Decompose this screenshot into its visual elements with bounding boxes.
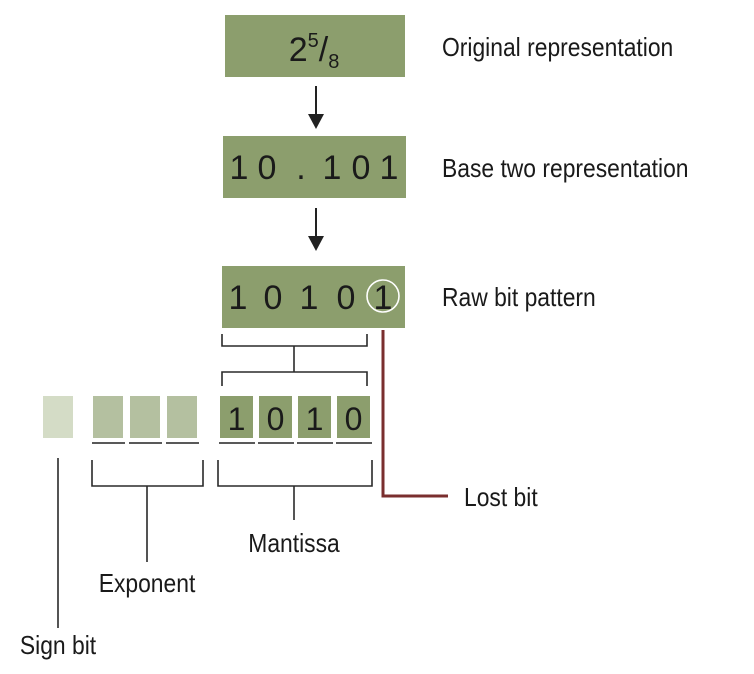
base-two-digit: 1 [323,149,342,187]
mantissa-cell [337,396,370,438]
lost-bit-circle [366,279,400,313]
base-two-digit: 1 [230,149,249,187]
mantissa-cell [259,396,292,438]
mantissa-cell [298,396,331,438]
original-representation-group: 25/8 Original representation [225,15,673,77]
raw-bit: 1 [374,279,393,317]
exponent-cell [167,396,197,438]
raw-to-mantissa-connector [221,334,368,386]
mantissa-cell [220,396,253,438]
fraction-numerator: 5 [308,30,319,52]
raw-bit: 0 [264,279,283,317]
base-two-representation-label: Base two representation [442,155,689,184]
raw-bit: 1 [229,279,248,317]
mantissa-bracket: Mantissa [217,460,373,559]
sign-bit-label: Sign bit [20,632,96,661]
original-representation-box [225,15,405,77]
base-two-digit: 1 [380,149,399,187]
mantissa-bit: 1 [228,401,246,437]
mantissa-bit: 0 [267,401,285,437]
exponent-label: Exponent [99,570,196,599]
exponent-cell [93,396,123,438]
original-representation-label: Original representation [442,34,673,63]
base-two-representation-box [223,136,406,198]
raw-bit-pattern-box [222,266,405,328]
fraction-base: 2 [289,31,308,69]
exponent-bracket: Exponent [91,460,204,599]
raw-bit-pattern-label: Raw bit pattern [442,284,596,313]
base-two-digit: 0 [352,149,371,187]
fraction-denominator: 8 [328,51,339,73]
exponent-cells [92,396,199,444]
mantissa-bit: 0 [345,401,363,437]
raw-bit: 1 [300,279,319,317]
lost-bit-label: Lost bit [464,484,538,513]
sign-bit-cells [43,396,73,438]
raw-bit: 0 [337,279,356,317]
exponent-cell [130,396,160,438]
sign-bit-cell [43,396,73,438]
mantissa-bit: 1 [306,401,324,437]
lost-bit-connector: Lost bit [381,330,538,513]
mantissa-label: Mantissa [248,530,340,559]
arrow-down-icon [308,208,324,251]
sign-bit-pointer: Sign bit [20,458,96,660]
original-fraction: 25/8 [289,30,340,73]
arrow-down-icon [308,86,324,129]
fraction-slash: / [319,31,329,69]
base-two-digit: . [296,149,305,187]
base-two-digit: 0 [258,149,277,187]
